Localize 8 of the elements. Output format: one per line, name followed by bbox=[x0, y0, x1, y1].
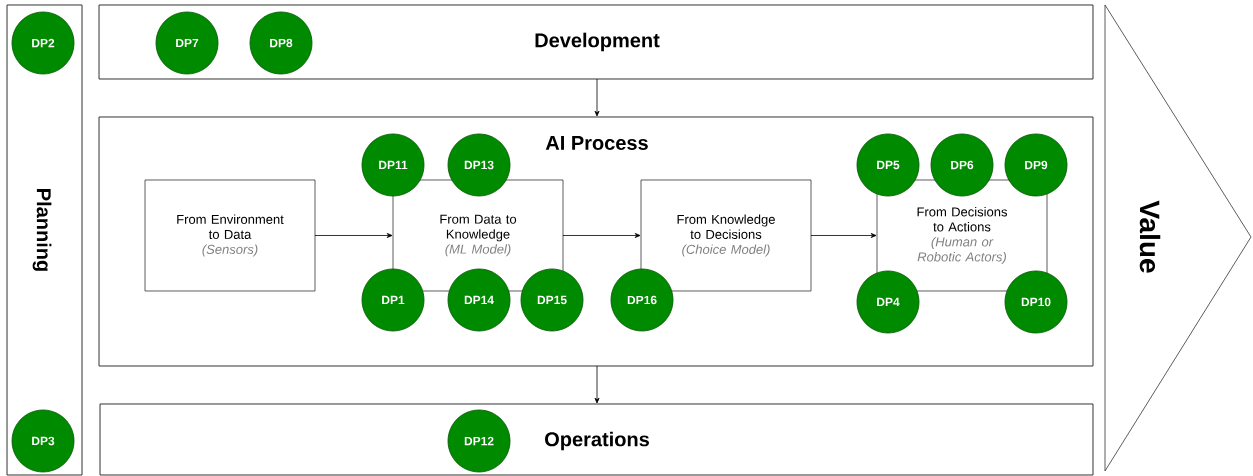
process-box: From Knowledge to Decisions (Choice Model) bbox=[640, 179, 812, 292]
arrow bbox=[314, 233, 393, 238]
arrow bbox=[810, 233, 877, 238]
arrow bbox=[562, 233, 641, 238]
arrow bbox=[594, 78, 600, 117]
process-box: From Environment to Data (Sensors) bbox=[144, 179, 316, 292]
value-chevron: Value bbox=[1104, 4, 1252, 472]
arrow bbox=[594, 365, 600, 404]
